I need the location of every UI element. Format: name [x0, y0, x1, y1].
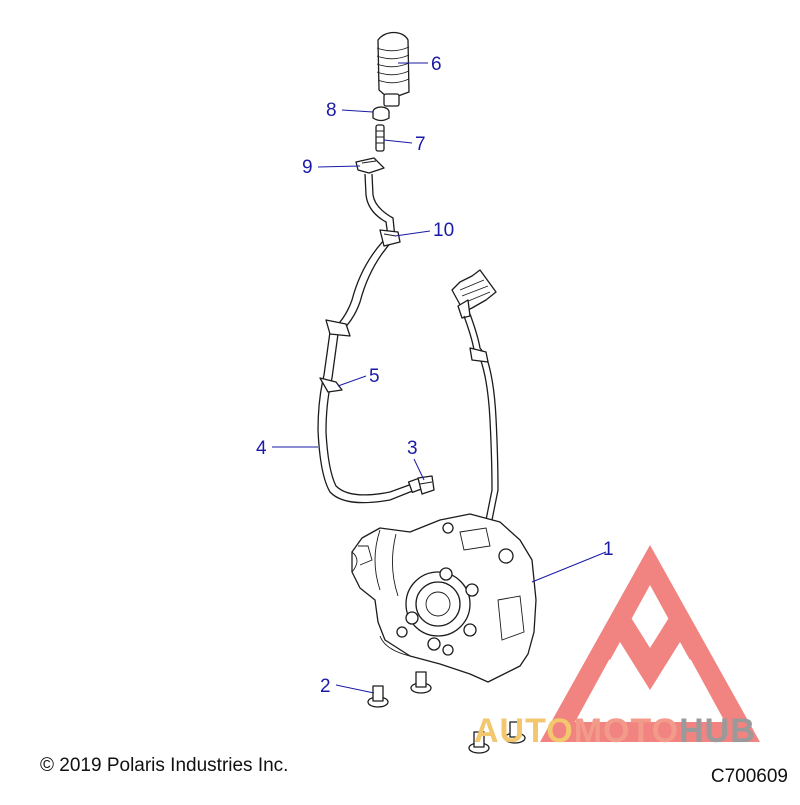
- callout-8: 8: [326, 100, 337, 121]
- differential-housing-part: [351, 513, 537, 683]
- bolt-part: [410, 671, 432, 694]
- triangle-m-logo-icon: [540, 545, 760, 742]
- watermark-text-part2: MOTO: [573, 712, 680, 750]
- leader-line-9: [317, 165, 361, 168]
- leader-line-7: [383, 139, 413, 144]
- watermark-text: AUTOMOTOHUB: [474, 714, 756, 748]
- hose-clamp-middle-part: [325, 319, 351, 337]
- hose-clip-part: [319, 377, 343, 393]
- callout-7: 7: [415, 134, 426, 155]
- stud-part: [375, 124, 385, 152]
- watermark-text-part3: HUB: [679, 712, 756, 750]
- leader-line-8: [341, 109, 374, 113]
- callout-9: 9: [302, 157, 313, 178]
- callout-3: 3: [407, 438, 418, 459]
- copyright-notice: © 2019 Polaris Industries Inc.: [40, 755, 289, 776]
- callout-6: 6: [431, 54, 442, 75]
- clip-part: [355, 157, 385, 174]
- hose-clamp-upper-part: [379, 229, 401, 247]
- callout-1: 1: [603, 539, 614, 560]
- bolt-part: [504, 721, 526, 744]
- leader-line-1: [531, 551, 607, 583]
- bolt-part: [367, 685, 389, 708]
- callout-2: 2: [320, 676, 331, 697]
- leader-line-2: [335, 684, 375, 694]
- callout-10: 10: [433, 220, 454, 241]
- diagram-part-number: C700609: [710, 766, 788, 787]
- leader-line-5: [337, 375, 367, 387]
- leader-line-10: [394, 230, 431, 237]
- nut-part: [372, 106, 390, 122]
- bellows-boot-part: [376, 31, 410, 107]
- watermark-text-part1: AUTO: [474, 712, 574, 750]
- callout-5: 5: [369, 366, 380, 387]
- leader-line-3: [413, 458, 425, 481]
- bolt-part: [468, 731, 490, 754]
- cap-part: [417, 475, 435, 495]
- callout-4: 4: [256, 438, 267, 459]
- electrical-connector-part: [451, 269, 499, 521]
